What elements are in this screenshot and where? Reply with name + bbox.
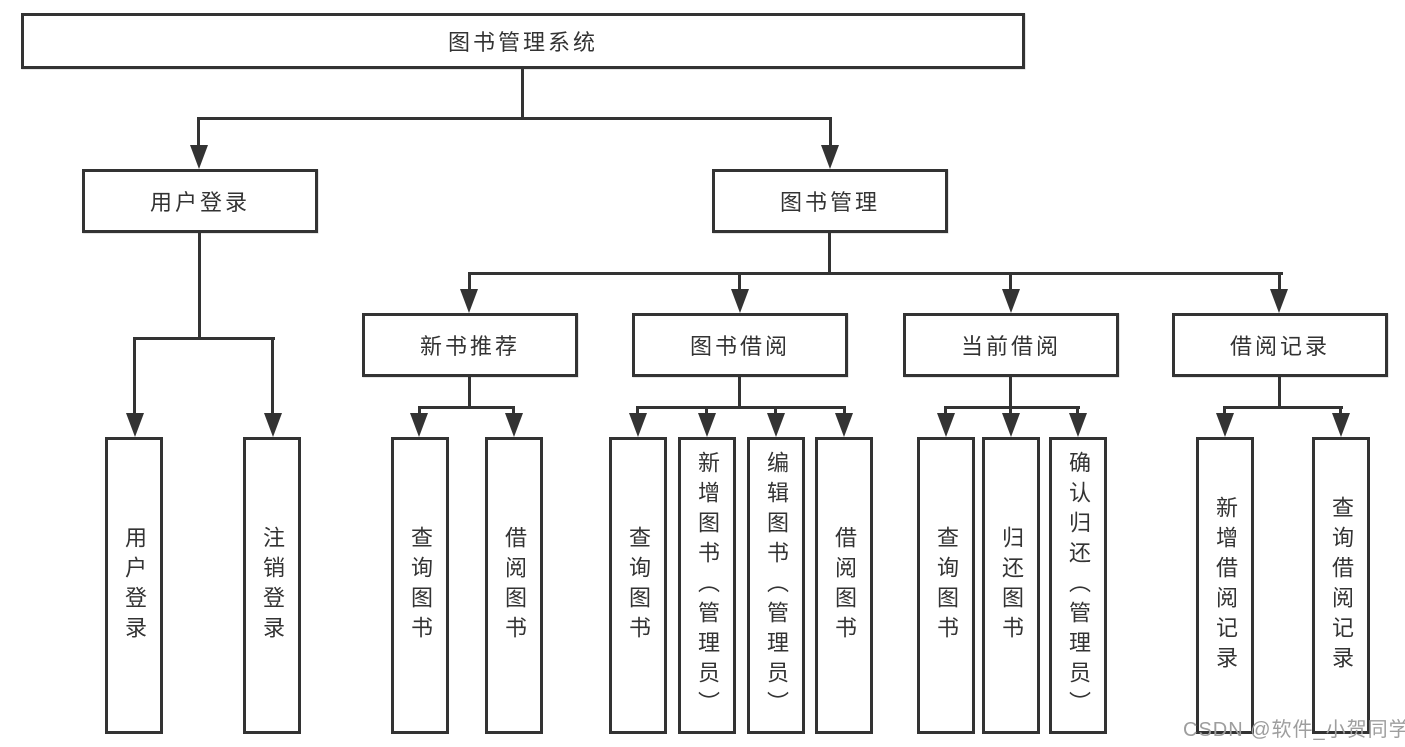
- arrow-down-icon: [1270, 289, 1288, 313]
- node-book-borrowing-label: 图书借阅: [689, 334, 790, 359]
- leaf-logout-label: 注销登录: [260, 525, 285, 646]
- node-current-borrowing: 当前借阅: [903, 313, 1119, 377]
- arrow-down-icon: [1216, 413, 1234, 437]
- connector-stub-current: [1009, 272, 1012, 294]
- arrow-down-icon: [1332, 413, 1350, 437]
- connector-stub: [1223, 406, 1226, 418]
- arrow-down-icon: [126, 413, 144, 437]
- leaf-borrowing-edit-books-admin: 编辑图书（管理员）: [747, 437, 805, 734]
- arrow-down-icon: [629, 413, 647, 437]
- node-current-borrowing-label: 当前借阅: [960, 334, 1061, 359]
- connector-stub: [1009, 406, 1012, 418]
- leaf-records-query-record-label: 查询借阅记录: [1329, 495, 1354, 676]
- node-user-login: 用户登录: [82, 169, 318, 233]
- leaf-records-add-record: 新增借阅记录: [1196, 437, 1254, 734]
- leaf-borrowing-add-books-admin-label: 新增图书（管理员）: [695, 450, 720, 721]
- connector-stub: [705, 406, 708, 418]
- leaf-current-return-books-label: 归还图书: [999, 525, 1024, 646]
- connector-stub: [1339, 406, 1342, 418]
- arrow-down-icon: [505, 413, 523, 437]
- leaf-current-confirm-return-admin-label: 确认归还（管理员）: [1066, 450, 1091, 721]
- connector-stub-user-login: [197, 117, 200, 150]
- connector-bookmgmt-horizontal: [468, 272, 1283, 275]
- node-root-system-label: 图书管理系统: [447, 30, 598, 55]
- connector-stub: [636, 406, 639, 418]
- leaf-recommend-query-books-label: 查询图书: [408, 525, 433, 646]
- leaf-current-return-books: 归还图书: [982, 437, 1040, 734]
- node-root-system: 图书管理系统: [21, 13, 1025, 69]
- connector-stub: [512, 406, 515, 418]
- arrow-down-icon: [767, 413, 785, 437]
- connector-records-vertical: [1278, 377, 1281, 409]
- connector-userlogin-horizontal: [133, 337, 275, 340]
- connector-recommend-horizontal: [418, 406, 515, 409]
- connector-stub: [843, 406, 846, 418]
- connector-stub: [1076, 406, 1079, 418]
- connector-borrowing-vertical: [738, 377, 741, 409]
- leaf-user-login-label: 用户登录: [122, 525, 147, 646]
- connector-bookmgmt-vertical: [828, 233, 831, 275]
- arrow-down-icon: [1069, 413, 1087, 437]
- arrow-down-icon: [410, 413, 428, 437]
- arrow-down-icon: [460, 289, 478, 313]
- arrow-down-icon: [937, 413, 955, 437]
- node-borrowing-records: 借阅记录: [1172, 313, 1388, 377]
- leaf-borrowing-query-books-label: 查询图书: [626, 525, 651, 646]
- leaf-records-query-record: 查询借阅记录: [1312, 437, 1370, 734]
- node-borrowing-records-label: 借阅记录: [1229, 334, 1330, 359]
- node-user-login-label: 用户登录: [149, 190, 250, 215]
- leaf-current-query-books-label: 查询图书: [934, 525, 959, 646]
- connector-stub-borrowing: [738, 272, 741, 294]
- leaf-recommend-borrow-books: 借阅图书: [485, 437, 543, 734]
- connector-borrowing-horizontal: [636, 406, 846, 409]
- node-new-book-recommend: 新书推荐: [362, 313, 578, 377]
- leaf-borrowing-edit-books-admin-label: 编辑图书（管理员）: [764, 450, 789, 721]
- node-book-management: 图书管理: [712, 169, 948, 233]
- connector-stub-book-mgmt: [829, 117, 832, 150]
- connector-stub: [774, 406, 777, 418]
- leaf-current-confirm-return-admin: 确认归还（管理员）: [1049, 437, 1107, 734]
- connector-stub: [944, 406, 947, 418]
- leaf-borrowing-borrow-books: 借阅图书: [815, 437, 873, 734]
- connector-stub-records: [1278, 272, 1281, 294]
- leaf-borrowing-query-books: 查询图书: [609, 437, 667, 734]
- arrow-down-icon: [1002, 289, 1020, 313]
- leaf-borrowing-borrow-books-label: 借阅图书: [832, 525, 857, 646]
- connector-current-horizontal: [944, 406, 1080, 409]
- leaf-logout: 注销登录: [243, 437, 301, 734]
- arrow-down-icon: [264, 413, 282, 437]
- node-book-management-label: 图书管理: [779, 190, 880, 215]
- connector-userlogin-vertical: [198, 233, 201, 340]
- node-book-borrowing: 图书借阅: [632, 313, 848, 377]
- arrow-down-icon: [190, 145, 208, 169]
- arrow-down-icon: [835, 413, 853, 437]
- leaf-recommend-query-books: 查询图书: [391, 437, 449, 734]
- connector-current-vertical: [1009, 377, 1012, 409]
- node-new-book-recommend-label: 新书推荐: [419, 334, 520, 359]
- leaf-borrowing-add-books-admin: 新增图书（管理员）: [678, 437, 736, 734]
- leaf-user-login: 用户登录: [105, 437, 163, 734]
- connector-stub-logout-leaf: [271, 337, 274, 417]
- watermark: CSDN @软件_小贺同学: [1183, 719, 1405, 741]
- connector-root-vertical: [521, 69, 524, 120]
- arrow-down-icon: [1002, 413, 1020, 437]
- arrow-down-icon: [698, 413, 716, 437]
- leaf-current-query-books: 查询图书: [917, 437, 975, 734]
- arrow-down-icon: [731, 289, 749, 313]
- leaf-recommend-borrow-books-label: 借阅图书: [502, 525, 527, 646]
- connector-stub: [418, 406, 421, 418]
- leaf-records-add-record-label: 新增借阅记录: [1213, 495, 1238, 676]
- connector-records-horizontal: [1223, 406, 1343, 409]
- connector-stub-login-leaf: [133, 337, 136, 417]
- connector-stub-recommend: [468, 272, 471, 294]
- connector-root-horizontal: [197, 117, 832, 120]
- connector-recommend-vertical: [468, 377, 471, 409]
- arrow-down-icon: [821, 145, 839, 169]
